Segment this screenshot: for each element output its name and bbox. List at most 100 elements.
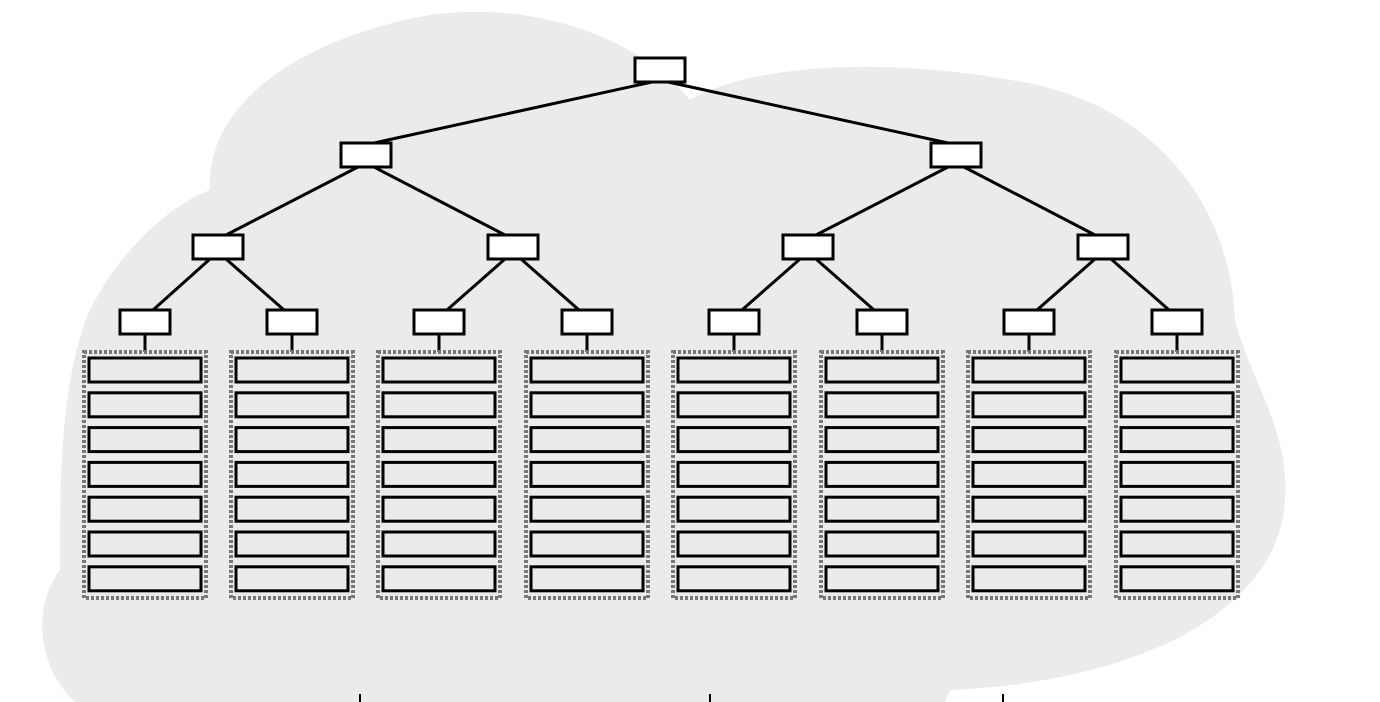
leaf-record [824,530,940,558]
leaf-record [529,530,645,558]
tree-edge [373,165,506,237]
leaf-record [824,356,940,384]
tree-node [929,141,983,169]
leaf-record [1119,426,1235,454]
leaf-record [381,495,497,523]
leaf-record [529,356,645,384]
leaf-group-border [671,350,797,600]
bottom-ticks [359,694,1004,702]
tree-node [486,233,540,261]
leaf-record [971,356,1087,384]
tree-node [781,233,835,261]
tree-node [1002,308,1056,336]
leaf-record [1119,495,1235,523]
leaf-record [971,530,1087,558]
leaf-record [676,391,792,419]
tree-node [1150,308,1204,336]
leaf-record [87,391,203,419]
tree-node [191,233,245,261]
leaf-record [234,391,350,419]
tree-node [339,141,393,169]
leaf-record [971,391,1087,419]
leaf-group-border [229,350,355,600]
tree-edge [667,80,949,145]
leaf-group-border [819,350,945,600]
leaf-record [234,356,350,384]
leaf-record [234,530,350,558]
leaf-record [234,565,350,593]
tree-edge [225,165,359,237]
tree-edge [151,257,212,312]
tree-edge [815,257,875,312]
tree-edge [1110,257,1170,312]
leaf-record [381,391,497,419]
tree-edge [520,257,580,312]
leaf-record [529,565,645,593]
leaf-record [971,495,1087,523]
leaf-record [824,391,940,419]
leaf-record [1119,356,1235,384]
tree-node [560,308,614,336]
leaf-group [82,334,208,600]
tree-edge [446,257,506,312]
tree-edge [225,257,285,312]
leaf-record [234,460,350,488]
leaf-record [381,565,497,593]
leaf-record [381,356,497,384]
tree-node [118,308,172,336]
tree-edge [963,165,1096,237]
leaf-record [971,460,1087,488]
leaf-record [234,495,350,523]
leaf-record [381,530,497,558]
leaf-record [234,426,350,454]
leaf-group [376,334,502,600]
leaf-record [676,495,792,523]
leaf-record [87,426,203,454]
leaf-record [824,426,940,454]
leaf-groups [82,334,1240,600]
tree-edge [1036,257,1096,312]
leaf-record [381,426,497,454]
leaf-record [1119,530,1235,558]
leaf-record [676,565,792,593]
leaf-record [1119,460,1235,488]
leaf-record [824,565,940,593]
leaf-record [529,426,645,454]
leaf-group [524,334,650,600]
leaf-record [676,426,792,454]
leaf-record [529,495,645,523]
leaf-group-border [966,350,1092,600]
tree-node [412,308,466,336]
leaf-record [87,530,203,558]
tree-node [633,56,687,84]
leaf-group-border [1114,350,1240,600]
tree-node [1076,233,1130,261]
leaf-record [87,565,203,593]
leaf-group [229,334,355,600]
leaf-record [87,460,203,488]
leaf-record [676,356,792,384]
leaf-record [87,356,203,384]
leaf-group [671,334,797,600]
leaf-record [87,495,203,523]
tree-node [855,308,909,336]
leaf-record [1119,391,1235,419]
tree-edge [741,257,801,312]
leaf-record [971,565,1087,593]
leaf-group-border [82,350,208,600]
leaf-group [1114,334,1240,600]
leaf-record [676,460,792,488]
tree-edge [373,80,653,145]
tree-node [265,308,319,336]
leaf-record [529,460,645,488]
leaf-record [824,460,940,488]
leaf-group-border [376,350,502,600]
leaf-group [966,334,1092,600]
leaf-record [1119,565,1235,593]
leaf-record [676,530,792,558]
leaf-record [381,460,497,488]
tree-edge [815,165,949,237]
leaf-record [824,495,940,523]
leaf-group [819,334,945,600]
